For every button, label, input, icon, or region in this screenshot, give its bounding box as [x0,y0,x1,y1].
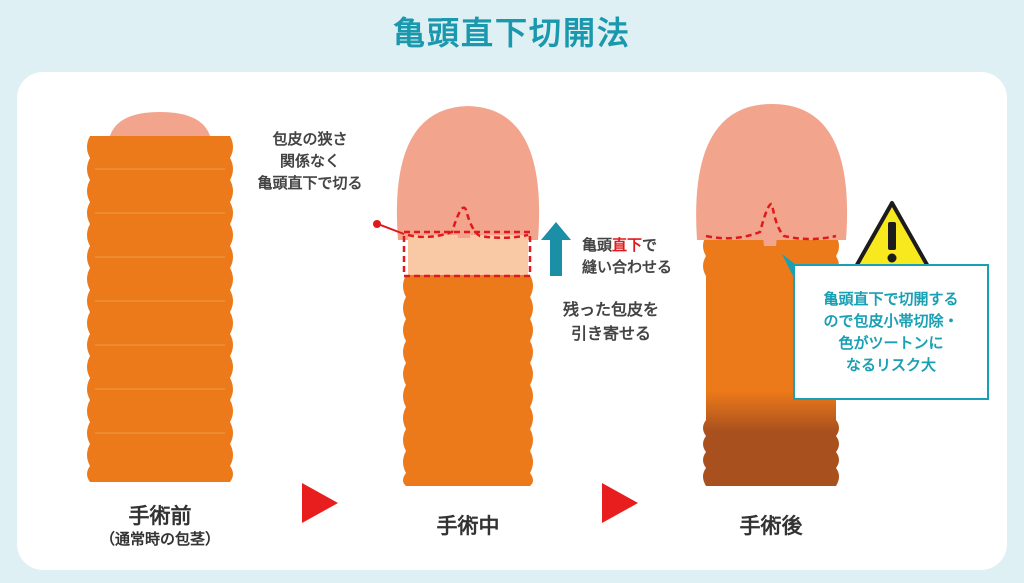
page-title: 亀頭直下切開法 [392,14,631,52]
stage-sublabel-before: （通常時の包茎） [99,530,220,548]
suture-note-line: 亀頭直下で [582,234,702,256]
warning-callout: 亀頭直下で切開する ので包皮小帯切除・ 色がツートンに なるリスク大 [793,264,989,400]
glans [696,104,848,240]
warning-line: なるリスク大 [845,356,936,374]
suture-note-text: 亀頭 [582,236,613,254]
cut-note-line: 亀頭直下で切る [257,174,363,192]
warning-line: ので包皮小帯切除・ [823,312,959,330]
cut-note: 包皮の狭さ 関係なく 亀頭直下で切る [255,128,365,194]
pull-note-line: 残った包皮を [562,300,659,319]
stage-label-after: 手術後 [739,514,803,538]
play-arrow-icon [602,483,638,523]
during-illustration [373,106,571,486]
after-illustration [696,104,848,486]
suture-note: 亀頭直下で 縫い合わせる [582,234,702,278]
stage-label-before: 手術前 [128,504,192,528]
warning-line: 亀頭直下で切開する [823,290,959,308]
warning-icon [852,201,932,272]
up-arrow-icon [541,222,571,276]
suture-note-highlight: 直下 [612,236,643,254]
cut-note-line: 関係なく [279,152,340,170]
stage-label-during: 手術中 [436,514,500,538]
frenulum-notch [762,212,778,246]
play-arrow-icon [302,483,338,523]
pointer-line [377,223,405,235]
suture-note-text: で [642,236,658,254]
warning-line: 色がツートンに [838,334,944,352]
cut-section-outline [402,230,532,278]
pull-note-line: 引き寄せる [570,324,651,343]
foreskin-ridged [403,275,533,486]
before-illustration [87,112,233,482]
glans [396,106,540,240]
exposed-section [408,235,528,275]
incision-line [407,206,529,239]
pointer-dot [373,220,381,228]
pull-note: 残った包皮を 引き寄せる [548,298,674,346]
cut-note-line: 包皮の狭さ [272,130,348,148]
foreskin-ridged [87,136,233,482]
foreskin-ridges [95,168,225,434]
suture-note-line: 縫い合わせる [582,258,673,276]
